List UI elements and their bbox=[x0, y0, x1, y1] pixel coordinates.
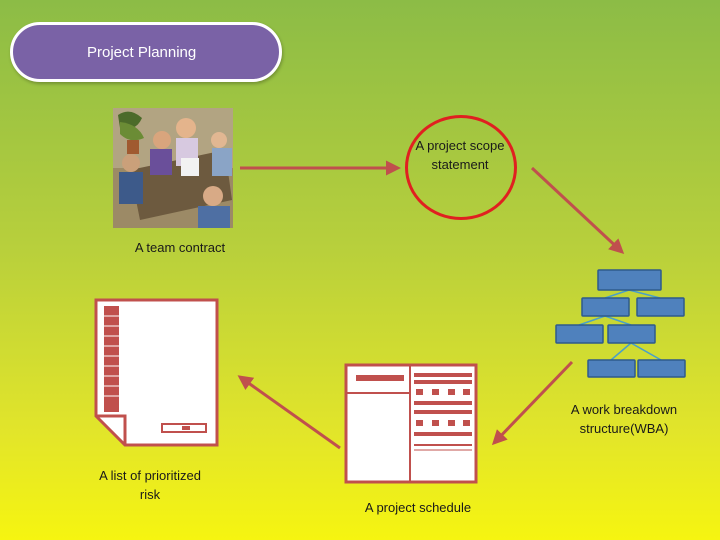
schedule-document-icon bbox=[344, 363, 478, 484]
wbs-org-chart-icon bbox=[555, 269, 686, 378]
risk-list-label: A list of prioritized risk bbox=[99, 468, 201, 502]
schedule-label: A project schedule bbox=[364, 500, 472, 515]
title-text: Project Planning bbox=[87, 43, 197, 61]
meeting-clipart-icon bbox=[113, 108, 233, 228]
team-contract-label: A team contract bbox=[134, 240, 226, 255]
scope-circle bbox=[405, 115, 517, 220]
title-pill: Project Planning bbox=[10, 22, 282, 82]
wbs-label: A work breakdown structure(WBA) bbox=[570, 402, 678, 436]
risk-document-icon bbox=[94, 298, 219, 447]
scope-label: A project scope statement bbox=[415, 138, 505, 172]
arrow-scope-to-wbs bbox=[530, 166, 625, 255]
arrow-wbs-to-schedule bbox=[491, 360, 574, 446]
arrow-schedule-to-risk bbox=[237, 375, 341, 450]
